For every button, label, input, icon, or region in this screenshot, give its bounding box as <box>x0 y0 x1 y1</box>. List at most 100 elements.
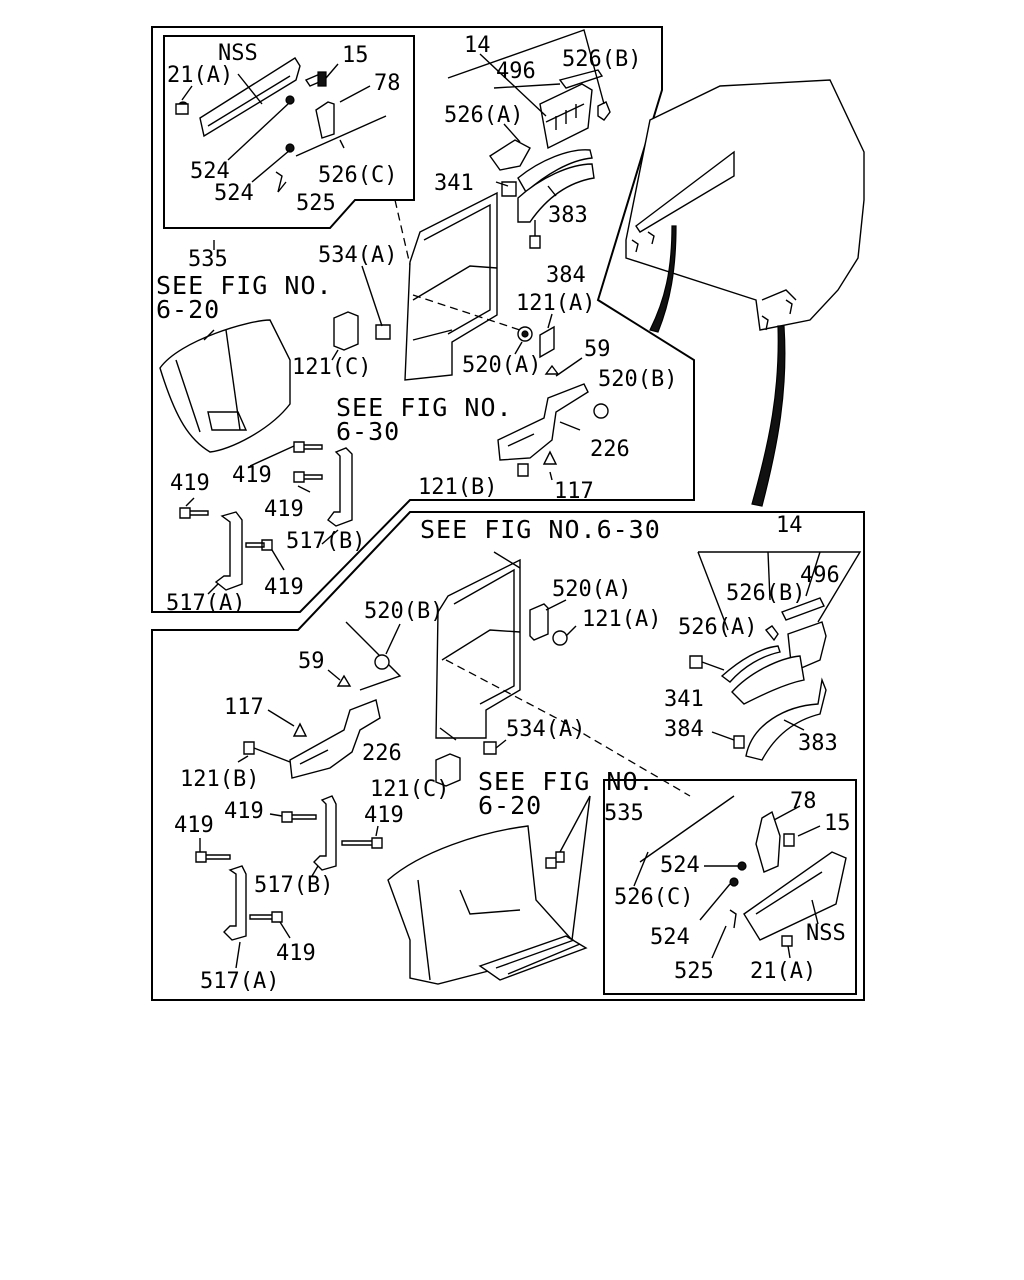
nut-121a-bottom <box>552 630 568 646</box>
label-526a-b: 526(A) <box>678 615 757 640</box>
label-341: 341 <box>434 171 474 196</box>
label-517b: 517(B) <box>286 529 365 554</box>
label-524-b2: 524 <box>650 925 690 950</box>
label-121c-b: 121(C) <box>370 777 449 802</box>
label-526b-b: 526(B) <box>726 581 805 606</box>
label-121c: 121(C) <box>292 355 371 380</box>
label-534a-b: 534(A) <box>506 717 585 742</box>
bolt-534a-bottom <box>483 741 497 755</box>
clip-384-top <box>529 235 541 249</box>
bottom-panel: SEE FIG NO.6-30 SEE FIG NO. 6-20 14 526(… <box>151 511 865 1001</box>
clip-59-top <box>544 364 560 375</box>
label-341-b: 341 <box>664 687 704 712</box>
see-fig-20-top-line1: SEE FIG NO. <box>156 271 333 300</box>
bracket-517b-top <box>249 441 353 527</box>
truck-cab-illustration <box>625 79 865 507</box>
label-419-b3: 419 <box>174 813 214 838</box>
label-525-b: 525 <box>674 959 714 984</box>
quarter-trim-group-top <box>489 69 611 223</box>
clip-384-bottom <box>733 735 745 749</box>
label-15: 15 <box>342 43 369 68</box>
see-fig-30-bottom: SEE FIG NO.6-30 <box>420 515 661 544</box>
label-59-b: 59 <box>298 649 325 674</box>
label-78: 78 <box>374 71 401 96</box>
label-526c-b: 526(C) <box>614 885 693 910</box>
nut-520b-bottom <box>374 654 390 670</box>
see-fig-20-bottom-line2: 6-20 <box>478 791 542 820</box>
screw-117-top <box>542 450 558 465</box>
label-419-b1: 419 <box>224 799 264 824</box>
see-fig-30-top-line2: 6-30 <box>336 417 400 446</box>
label-383-b: 383 <box>798 731 838 756</box>
label-21a-b: 21(A) <box>750 959 816 984</box>
top-panel-frame <box>151 26 695 613</box>
bracket-517a-top <box>179 497 339 595</box>
nss-trim-panel-bottom <box>639 795 847 947</box>
label-383: 383 <box>548 203 588 228</box>
label-496: 496 <box>496 59 536 84</box>
label-520b: 520(B) <box>598 367 677 392</box>
label-15-b: 15 <box>824 811 851 836</box>
label-226-b: 226 <box>362 741 402 766</box>
callout-arrow-bottom <box>751 325 786 507</box>
label-525: 525 <box>296 191 336 216</box>
clip-121c-top <box>333 311 359 351</box>
label-121a: 121(A) <box>516 291 595 316</box>
labels-top: NSS 15 21(A) 78 524 524 526(C) 525 535 1… <box>156 33 677 616</box>
label-384-b: 384 <box>664 717 704 742</box>
label-nss: NSS <box>218 41 258 66</box>
cab-floor-panel-bottom <box>387 825 588 985</box>
callout-arrow-top <box>649 225 677 333</box>
bracket-517a-bottom <box>195 838 291 969</box>
quarter-trim-group-bottom <box>720 597 827 761</box>
label-419-b4: 419 <box>276 941 316 966</box>
bolt-6-20 <box>545 851 565 869</box>
clip-59-bottom <box>336 674 352 687</box>
screw-117-bottom <box>292 722 308 737</box>
see-fig-20-bottom-line1: SEE FIG NO. <box>478 767 655 796</box>
clip-520a-bottom <box>529 603 549 641</box>
label-117: 117 <box>554 479 594 504</box>
door-frame-bottom <box>435 558 521 739</box>
nss-trim-panel-top <box>175 57 387 193</box>
label-524-b1: 524 <box>660 853 700 878</box>
door-frame-top <box>404 191 498 381</box>
top-panel: NSS 15 21(A) 78 524 524 526(C) 525 535 1… <box>151 26 695 616</box>
label-117-b: 117 <box>224 695 264 720</box>
label-419-2: 419 <box>264 497 304 522</box>
label-524-1: 524 <box>190 159 230 184</box>
label-21a: 21(A) <box>167 63 233 88</box>
label-419-b2: 419 <box>364 803 404 828</box>
label-419-3: 419 <box>170 471 210 496</box>
label-517a: 517(A) <box>166 591 245 616</box>
label-524-2: 524 <box>214 181 254 206</box>
label-78-b: 78 <box>790 789 817 814</box>
label-nss-b: NSS <box>806 921 846 946</box>
cab-floor-panel-top <box>159 319 291 453</box>
label-384: 384 <box>546 263 586 288</box>
bolt-341-bottom <box>689 655 703 669</box>
clip-121a-top <box>539 325 555 359</box>
label-535: 535 <box>188 247 228 272</box>
label-534a: 534(A) <box>318 243 397 268</box>
label-496-b: 496 <box>800 563 840 588</box>
label-226: 226 <box>590 437 630 462</box>
bracket-517b-bottom <box>269 795 383 877</box>
top-inset-box <box>163 35 415 229</box>
clip-121b-top <box>517 463 529 477</box>
label-517a-b: 517(A) <box>200 969 279 994</box>
nut-520b-top <box>593 403 609 419</box>
label-535-b: 535 <box>604 801 644 826</box>
label-419-4: 419 <box>264 575 304 600</box>
label-520b-b: 520(B) <box>364 599 443 624</box>
label-517b-b: 517(B) <box>254 873 333 898</box>
label-121a-b: 121(A) <box>582 607 661 632</box>
label-59: 59 <box>584 337 611 362</box>
bottom-panel-frame <box>151 511 865 1001</box>
label-121b: 121(B) <box>418 475 497 500</box>
label-14-b: 14 <box>776 513 803 538</box>
label-419-1: 419 <box>232 463 272 488</box>
clip-121c-bottom <box>435 753 461 787</box>
labels-bottom: SEE FIG NO.6-30 SEE FIG NO. 6-20 14 526(… <box>174 513 851 994</box>
